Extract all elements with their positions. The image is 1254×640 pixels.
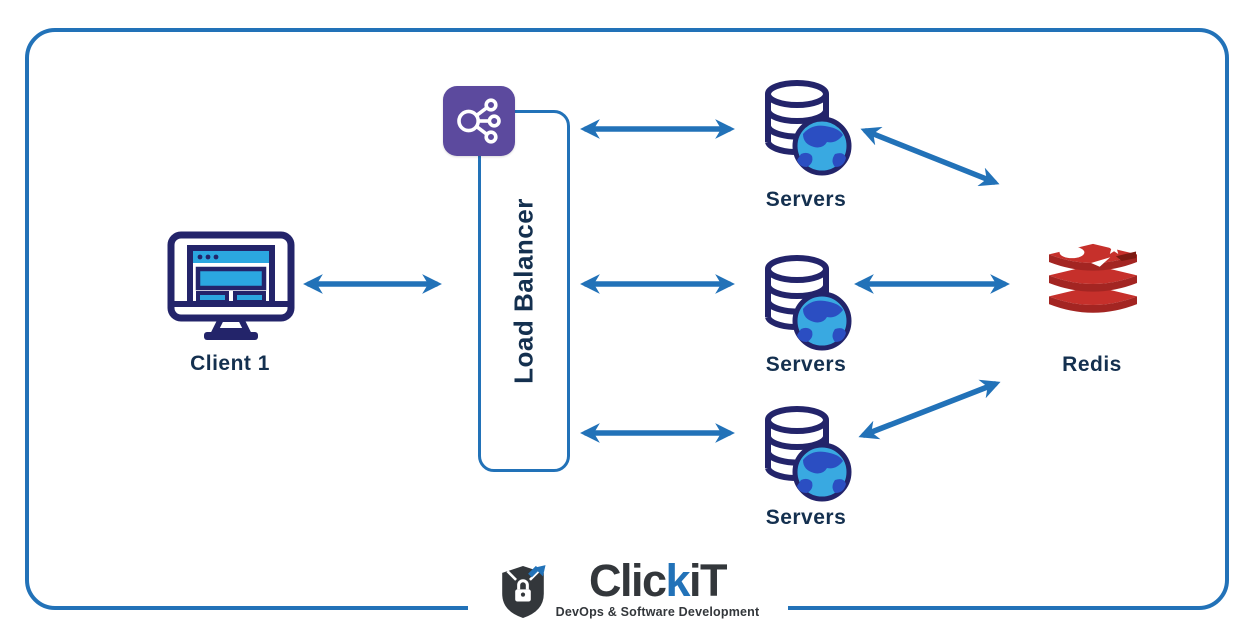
monitor-browser-icon [167,231,295,340]
database-globe-icon [765,80,852,176]
redis-stack-icon [1049,240,1137,313]
brand-part3: iT [689,555,728,606]
brand-part2: k [665,555,691,606]
client-label: Client 1 [190,352,270,375]
redis-tier-middle [1049,264,1137,292]
database-globe-icon [765,406,852,502]
load-balancer-icon-badge [443,86,515,156]
redis-tier-bottom [1049,285,1137,313]
server2-label: Servers [765,353,847,376]
database-globe-icon [765,255,852,351]
shield-lock-icon [501,565,546,618]
server1-label: Servers [765,188,847,211]
redis-tier-top [1049,240,1137,271]
brand-subtitle: DevOps & Software Development [555,604,760,619]
brand-name: ClickiT [589,558,728,603]
clickit-logo: ClickiT DevOps & Software Development [468,554,788,640]
network-share-icon [457,98,501,144]
server3-label: Servers [765,506,847,529]
load-balancer-label: Load Balancer [508,198,539,384]
load-balancer-box: Load Balancer [478,110,570,472]
redis-label: Redis [1062,353,1122,376]
brand-part1: Clic [588,555,667,606]
logo-text-block: ClickiT DevOps & Software Development [555,558,760,619]
